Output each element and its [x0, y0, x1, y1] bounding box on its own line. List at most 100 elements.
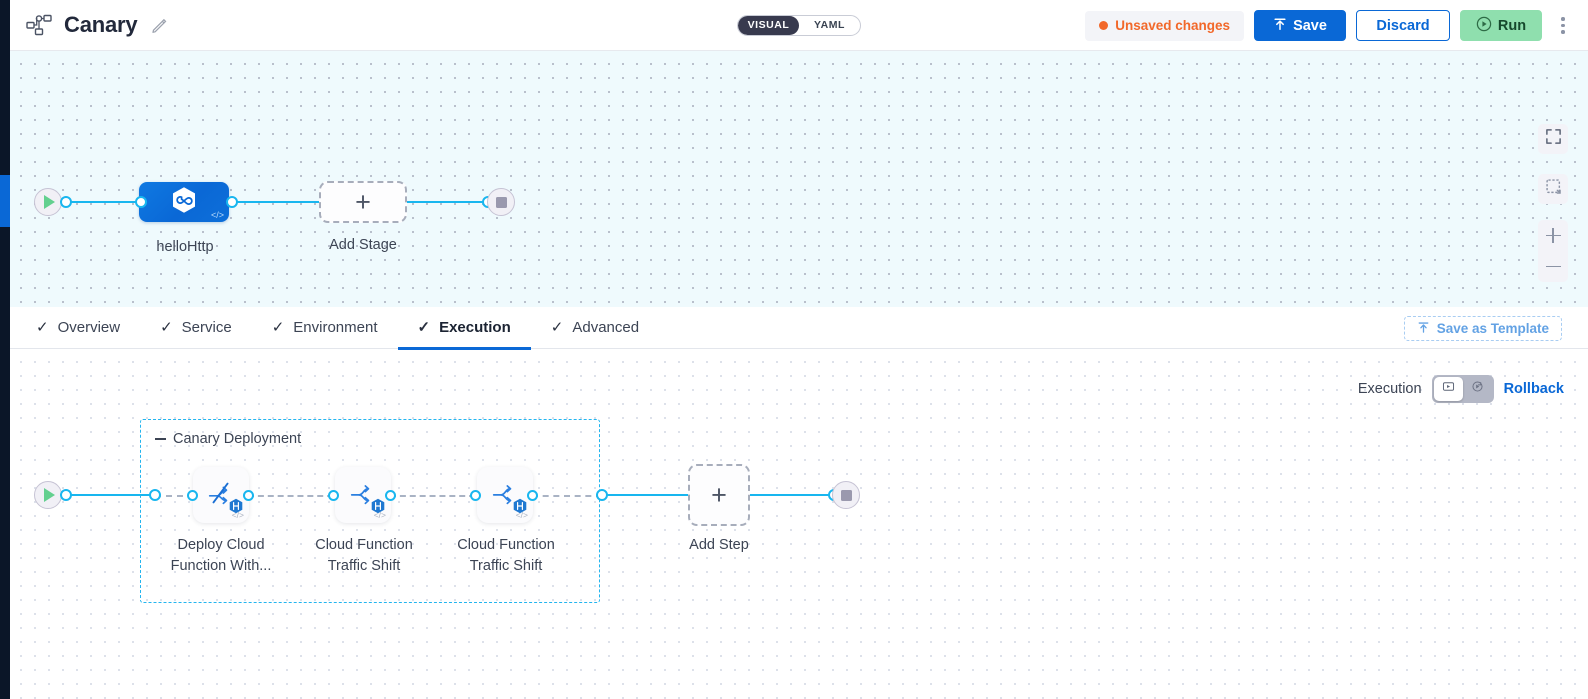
rollback-link[interactable]: Rollback	[1503, 381, 1564, 397]
step-node-traffic-shift-1[interactable]: </>	[335, 467, 391, 523]
fullscreen-button[interactable]	[1538, 124, 1568, 154]
step3-label: Cloud Function Traffic Shift	[457, 537, 555, 575]
yaml-code-badge-icon: </>	[231, 510, 244, 520]
rollback-view-option[interactable]	[1463, 377, 1492, 401]
tab-environment[interactable]: ✓ Environment	[252, 307, 398, 349]
execution-canvas[interactable]: Execution	[10, 349, 1588, 699]
zoom-controls[interactable]	[1538, 220, 1568, 282]
harness-hex-icon	[228, 498, 243, 514]
check-icon: ✓	[417, 319, 431, 336]
step-group-header[interactable]: Canary Deployment	[155, 431, 301, 447]
edge-stage-to-addstage	[232, 201, 330, 203]
start-output-port[interactable]	[60, 196, 72, 208]
view-mode-visual[interactable]: VISUAL	[738, 16, 799, 35]
edge-group-to-addstep	[604, 494, 696, 496]
tab-execution-label: Execution	[439, 319, 511, 336]
discard-button[interactable]: Discard	[1356, 10, 1450, 41]
check-icon: ✓	[160, 319, 173, 336]
view-mode-toggle[interactable]: VISUAL YAML	[737, 15, 861, 36]
kebab-dot	[1561, 17, 1565, 21]
execution-mode-toggle[interactable]	[1431, 375, 1494, 403]
step2-output-port[interactable]	[385, 490, 396, 501]
tab-service[interactable]: ✓ Service	[140, 307, 252, 349]
stage-node-label: helloHttp	[156, 239, 214, 255]
edge-step3-to-groupend	[532, 495, 602, 497]
tab-advanced-label: Advanced	[572, 319, 640, 336]
flow-start-node[interactable]	[34, 188, 62, 216]
edge-step2-to-step3	[390, 495, 485, 497]
pipeline-icon	[26, 14, 52, 36]
add-stage-button[interactable]: +	[319, 181, 407, 223]
discard-button-label: Discard	[1376, 17, 1430, 34]
edge-addstep-to-end	[744, 494, 834, 496]
save-button-label: Save	[1293, 17, 1327, 34]
step3-output-port[interactable]	[527, 490, 538, 501]
run-button-label: Run	[1497, 17, 1527, 34]
save-as-template-button[interactable]: Save as Template	[1403, 316, 1562, 341]
pencil-edit-icon[interactable]	[151, 17, 168, 34]
page-title: Canary	[64, 12, 138, 37]
zoom-in-button[interactable]	[1538, 220, 1568, 251]
left-nav-rail	[0, 0, 10, 699]
stage-output-port[interactable]	[226, 196, 238, 208]
save-as-template-label: Save as Template	[1436, 321, 1549, 336]
harness-hex-icon	[370, 498, 385, 514]
execution-view-option[interactable]	[1433, 377, 1463, 401]
tab-advanced[interactable]: ✓ Advanced	[531, 307, 659, 349]
view-mode-yaml[interactable]: YAML	[814, 19, 845, 31]
check-icon: ✓	[271, 319, 285, 336]
zoom-out-icon	[1545, 259, 1561, 274]
group-output-port[interactable]	[596, 489, 608, 501]
play-start-icon	[44, 195, 55, 209]
step2-label: Cloud Function Traffic Shift	[315, 537, 413, 575]
zoom-out-button[interactable]	[1538, 251, 1568, 282]
add-stage-label: Add Stage	[329, 237, 397, 253]
step1-output-port[interactable]	[243, 490, 254, 501]
tab-overview[interactable]: ✓ Overview	[16, 307, 140, 349]
fit-to-screen-icon	[1545, 178, 1562, 200]
step1-label: Deploy Cloud Function With...	[170, 537, 272, 575]
status-dot-icon	[1099, 21, 1109, 30]
kebab-dot	[1561, 23, 1565, 28]
flow-end-node[interactable]	[487, 188, 515, 216]
kebab-dot	[1561, 30, 1565, 34]
check-icon: ✓	[36, 319, 49, 336]
status-badge-unsaved-changes: Unsaved changes	[1085, 10, 1244, 41]
yaml-code-badge-icon: </>	[373, 510, 386, 520]
step2-input-port[interactable]	[328, 490, 339, 501]
edge-start-to-group	[65, 494, 155, 496]
save-button[interactable]: Save	[1254, 10, 1346, 41]
step-group-canary-deployment[interactable]: Canary Deployment	[140, 419, 600, 603]
stop-end-icon	[495, 196, 507, 208]
header-left-group: Canary	[10, 12, 168, 38]
yaml-code-badge-icon: </>	[515, 510, 528, 520]
run-button[interactable]: Run	[1460, 10, 1542, 41]
step-group-title: Canary Deployment	[173, 431, 302, 447]
step-node-traffic-shift-2[interactable]: </>	[477, 467, 533, 523]
stage-node-hellohttp[interactable]: </>	[139, 182, 229, 222]
kebab-menu-icon[interactable]	[1552, 10, 1574, 41]
upload-arrow-icon	[1273, 17, 1287, 35]
execution-start-node[interactable]	[34, 481, 62, 509]
execution-start-output-port[interactable]	[60, 489, 72, 501]
harness-hex-icon	[512, 498, 527, 514]
execution-end-node[interactable]	[832, 481, 860, 509]
stage-canvas[interactable]: </> helloHttp + Add Stage	[10, 51, 1588, 307]
collapse-dash-icon[interactable]	[155, 438, 166, 440]
status-badge-label: Unsaved changes	[1115, 18, 1230, 33]
step1-input-port[interactable]	[187, 490, 198, 501]
add-step-button[interactable]: +	[688, 464, 750, 526]
tab-execution[interactable]: ✓ Execution	[397, 307, 532, 350]
save-template-icon	[1417, 321, 1430, 337]
traffic-shift-icon	[489, 477, 521, 514]
left-nav-active-indicator	[0, 175, 10, 227]
step-node-deploy-cloud-function[interactable]: </>	[193, 467, 249, 523]
cloud-function-hex-icon	[169, 185, 199, 220]
stage-input-port[interactable]	[135, 196, 147, 208]
fit-to-screen-button[interactable]	[1538, 174, 1568, 204]
expand-fullscreen-icon	[1545, 128, 1562, 150]
group-input-port[interactable]	[149, 489, 161, 501]
step3-input-port[interactable]	[470, 490, 481, 501]
deploy-cloud-function-icon	[205, 477, 237, 514]
